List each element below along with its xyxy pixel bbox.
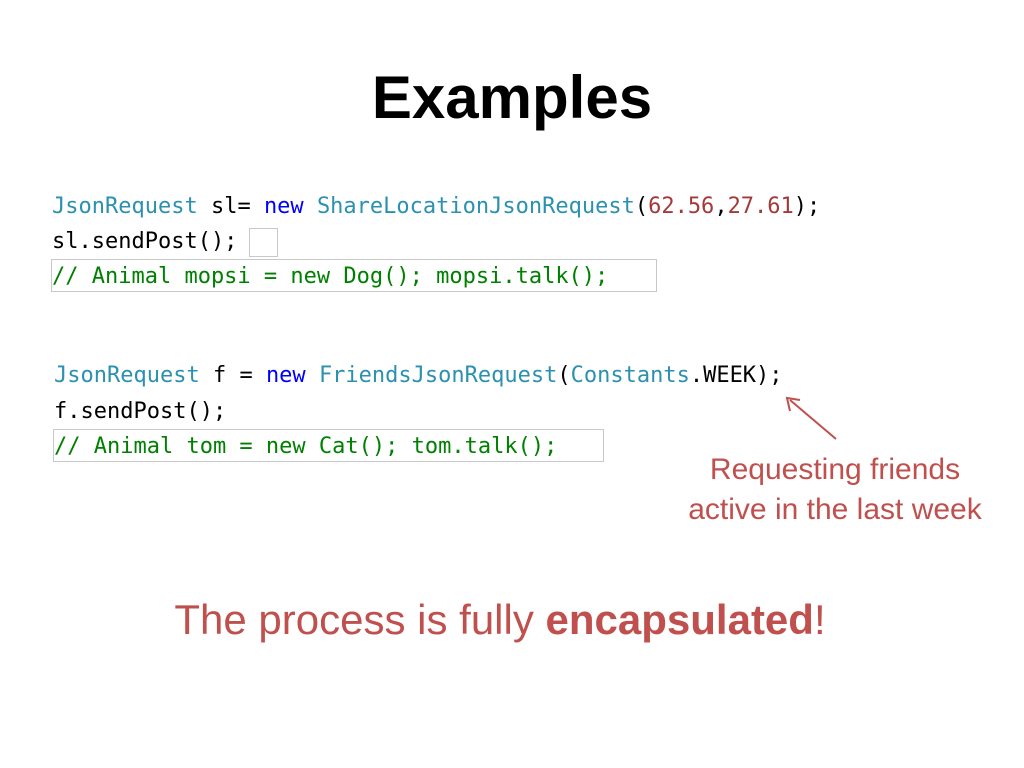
code-type: Constants bbox=[570, 363, 690, 388]
text-cursor-box bbox=[249, 228, 278, 257]
code-number: 62.56 bbox=[648, 194, 715, 219]
code-line-5: f.sendPost(); bbox=[54, 399, 227, 424]
summary-prefix: The process is fully bbox=[174, 596, 546, 643]
annotation-line-1: Requesting friends bbox=[709, 453, 961, 486]
code-text bbox=[306, 363, 319, 388]
annotation-arrow bbox=[785, 396, 837, 440]
code-text: , bbox=[714, 194, 728, 219]
comment-highlight-box bbox=[53, 429, 604, 462]
code-type: JsonRequest bbox=[54, 363, 200, 388]
code-keyword: new bbox=[265, 363, 306, 388]
code-text: ); bbox=[793, 194, 821, 219]
annotation-text: Requesting friends active in the last we… bbox=[660, 450, 1010, 530]
code-text: .WEEK); bbox=[689, 363, 783, 388]
code-keyword: new bbox=[263, 194, 304, 219]
summary-suffix: ! bbox=[813, 596, 826, 643]
code-text: ( bbox=[634, 194, 649, 219]
summary-text: The process is fully encapsulated! bbox=[0, 594, 1000, 646]
code-comment-line-1: // Animal mopsi = new Dog(); mopsi.talk(… bbox=[52, 264, 609, 289]
code-line-4: JsonRequest f = new FriendsJsonRequest(C… bbox=[54, 361, 783, 391]
code-comment-line-2: // Animal tom = new Cat(); tom.talk(); bbox=[54, 434, 558, 459]
annotation-line-2: active in the last week bbox=[688, 493, 982, 526]
code-number: 27.61 bbox=[727, 194, 794, 219]
comment-highlight-box bbox=[51, 259, 657, 292]
code-text: sl= bbox=[197, 194, 264, 219]
code-line-1: JsonRequest sl= new ShareLocationJsonReq… bbox=[52, 192, 820, 222]
code-text bbox=[304, 194, 317, 219]
code-text: ( bbox=[557, 363, 571, 388]
code-line-2: sl.sendPost(); bbox=[52, 229, 238, 254]
slide-title: Examples bbox=[371, 64, 653, 131]
code-text: f = bbox=[199, 363, 266, 388]
code-type: ShareLocationJsonRequest bbox=[316, 194, 635, 219]
code-type: FriendsJsonRequest bbox=[318, 363, 558, 388]
code-type: JsonRequest bbox=[52, 194, 198, 219]
summary-emphasis: encapsulated bbox=[545, 596, 814, 643]
